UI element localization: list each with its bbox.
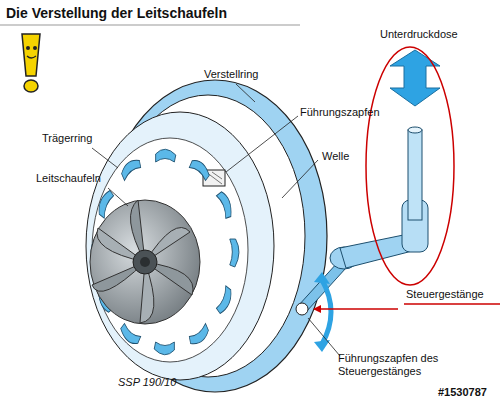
rotation-arrow-head (314, 272, 330, 284)
diagram-title: Die Verstellung der Leitschaufeln (6, 5, 227, 21)
pin-hatch (212, 172, 222, 179)
highlight-ellipse (366, 47, 454, 285)
label-underline (404, 303, 500, 305)
watermark: #1530787 (438, 386, 487, 399)
hint-eye (26, 46, 30, 50)
shaft-label: Welle (322, 150, 349, 163)
title-rule (0, 25, 300, 26)
guide-vane (189, 157, 211, 182)
leader-line (282, 160, 318, 198)
rotation-arrow (322, 280, 331, 344)
rod-end (408, 127, 422, 133)
guide-vane (120, 156, 142, 181)
figure-number: SSP 190/10 (118, 376, 176, 389)
hint-eye (33, 46, 37, 50)
guide-vane (188, 323, 210, 348)
actuator-label: Unterdruckdose (380, 28, 458, 41)
leader-line (226, 116, 298, 172)
leader-line (308, 318, 340, 356)
turbine-wheel (90, 200, 200, 324)
linkage-pin (296, 303, 308, 315)
ring-label: Trägerring (42, 132, 92, 145)
ring-label: Verstellring (204, 68, 258, 81)
guide-vane (216, 286, 234, 317)
guide-vane (216, 189, 234, 220)
stroke-arrow (390, 50, 440, 106)
leader-line (236, 84, 255, 102)
pin-label: Führungszapfen des Steuergestänges (338, 352, 464, 378)
hint-bar (22, 34, 40, 76)
guide-vane (156, 149, 176, 162)
turbine-nut (140, 257, 150, 267)
hint-icon (22, 34, 40, 92)
pin-label: Führungszapfen (300, 106, 380, 119)
leader-line (108, 188, 128, 206)
carrier-ring (86, 112, 274, 380)
guide-vane (119, 322, 141, 347)
linkage-label: Steuergestänge (406, 288, 484, 301)
hint-dot (24, 80, 38, 92)
turbine-hub (133, 250, 157, 274)
guide-vane (154, 342, 174, 355)
vane-label: Leitschaufeln (36, 172, 101, 185)
pointer-arrow (314, 308, 398, 310)
actuator-rod (408, 130, 422, 220)
guide-vane (230, 239, 239, 267)
turbine-disc (90, 200, 200, 324)
leader-line (92, 148, 118, 168)
hint-mouth (27, 56, 36, 58)
